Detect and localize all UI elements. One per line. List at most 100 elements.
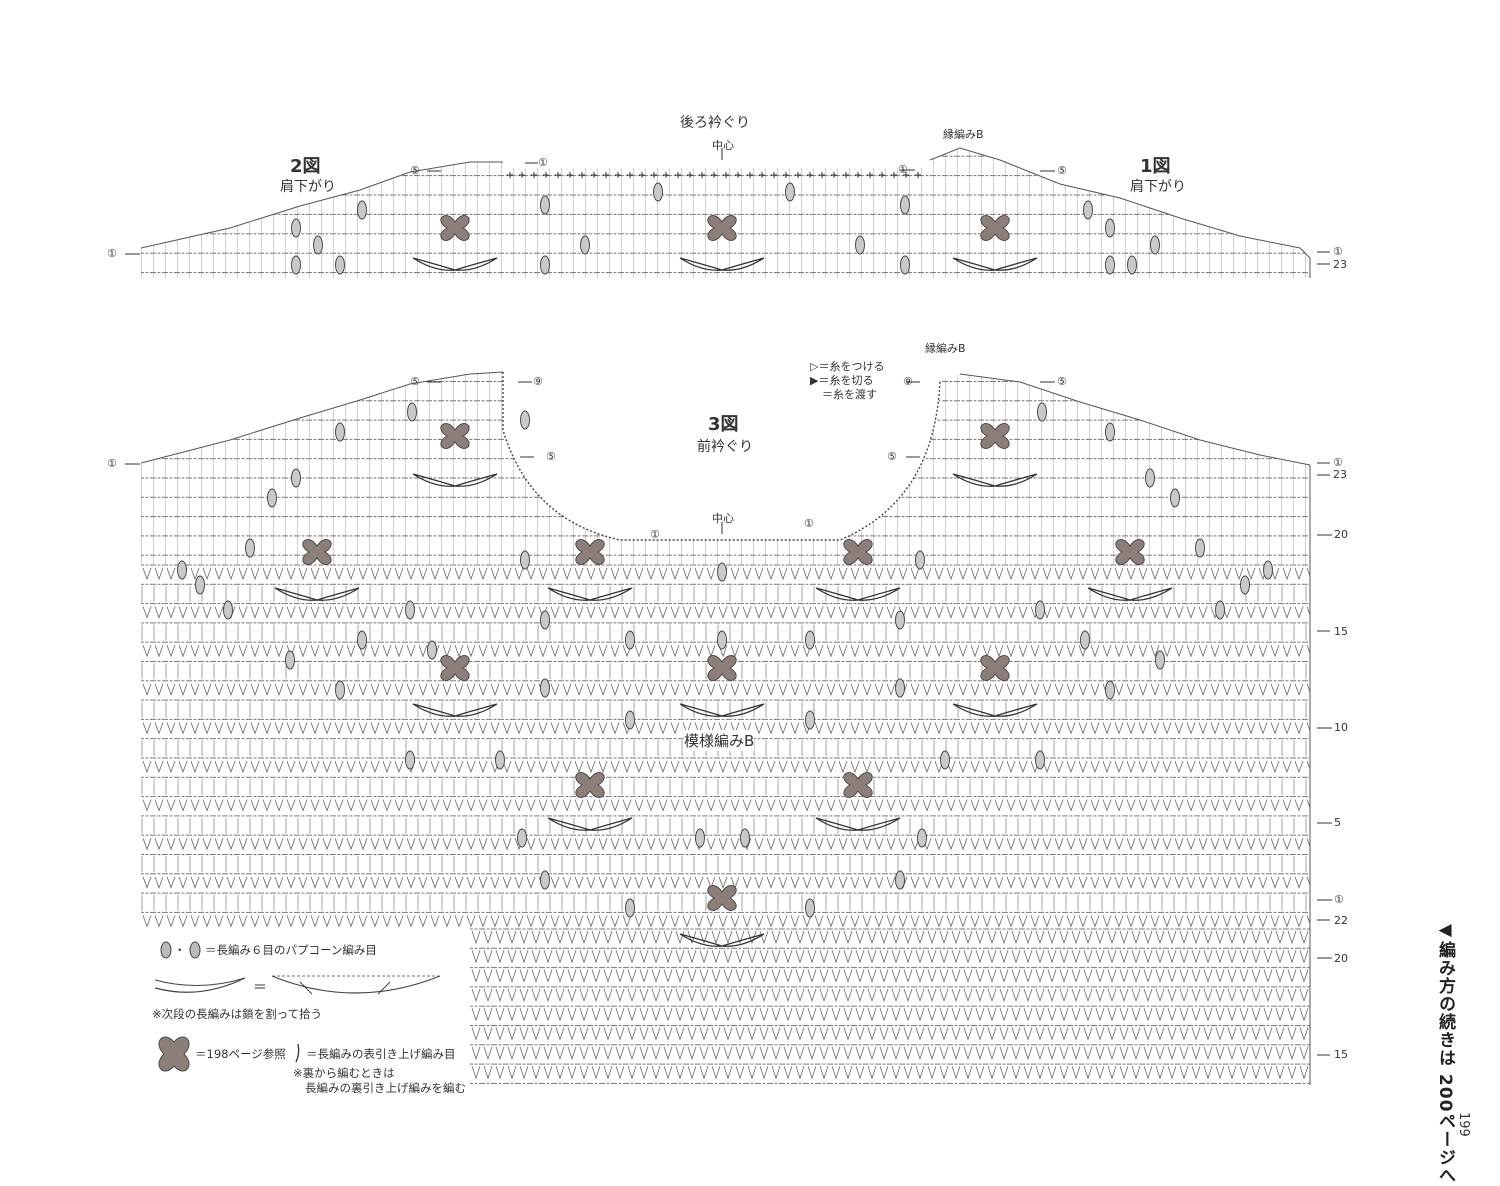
front-marker-20: 20	[1334, 528, 1348, 541]
back-marker-center-1: ①	[538, 156, 548, 169]
back-center-label: 中心	[712, 139, 734, 152]
popcorn-stitch	[895, 678, 905, 698]
shell-fan-motif	[547, 817, 633, 831]
flower-motif	[707, 655, 737, 681]
popcorn-stitch	[520, 550, 530, 570]
main-pattern-label: 模様編みB	[684, 730, 755, 751]
legend-flower-ref: ＝198ページ参照	[195, 1047, 286, 1061]
popcorn-stitch	[1263, 560, 1273, 580]
legend-attach-yarn: ▷＝糸をつける	[810, 360, 885, 373]
flower-motif	[440, 655, 470, 681]
popcorn-stitch	[223, 600, 233, 620]
popcorn-stitch	[1155, 650, 1165, 670]
popcorn-stitch	[427, 640, 437, 660]
fig3-caption: 前衿ぐり	[697, 439, 753, 455]
flower-motif	[575, 772, 605, 798]
popcorn-stitch	[1080, 630, 1090, 650]
popcorn-stitch	[335, 680, 345, 700]
popcorn-stitch	[653, 182, 663, 202]
shell-fan-motif	[679, 933, 765, 947]
front-marker-1b: ①	[1334, 893, 1344, 906]
legend-cut-yarn: ▶＝糸を切る	[810, 374, 874, 387]
legend-equals: ＝	[253, 980, 267, 996]
front-marker-right-9: ⑨	[903, 375, 913, 388]
popcorn-stitch	[740, 828, 750, 848]
popcorn-stitch	[291, 468, 301, 488]
back-marker-right-end-1: ①	[1333, 245, 1343, 258]
fig2-caption: 肩下がり	[280, 179, 336, 195]
popcorn-stitch	[335, 422, 345, 442]
shell-fan-motif	[952, 473, 1038, 487]
popcorn-stitch	[900, 255, 910, 275]
front-marker-10: 10	[1334, 721, 1348, 734]
popcorn-stitch	[405, 600, 415, 620]
front-marker-15: 15	[1334, 625, 1348, 638]
popcorn-stitch	[405, 750, 415, 770]
flower-motif	[707, 885, 737, 911]
flower-motif	[980, 215, 1010, 241]
flower-motif	[575, 539, 605, 565]
popcorn-stitch	[1105, 255, 1115, 275]
legend-graphics	[154, 941, 441, 1072]
popcorn-stitch	[357, 630, 367, 650]
flower-motif	[1115, 539, 1145, 565]
back-shoulder-left-edge	[140, 161, 503, 249]
popcorn-stitch	[177, 560, 187, 580]
popcorn-stitch	[517, 828, 527, 848]
legend-popcorn-sep: ・	[174, 943, 186, 957]
popcorn-stitch	[195, 575, 205, 595]
legend-back-note-2: 長編みの裏引き上げ編みを編む	[305, 1081, 466, 1095]
popcorn-stitch	[540, 610, 550, 630]
back-marker-right-5: ⑤	[1057, 164, 1067, 177]
front-marker-left-9: ⑨	[533, 375, 543, 388]
front-marker-neck-right-5: ⑤	[887, 450, 897, 463]
popcorn-stitch	[357, 200, 367, 220]
front-marker-23: 23	[1333, 468, 1347, 481]
popcorn-stitch	[540, 870, 550, 890]
front-marker-left-5: ⑤	[410, 375, 420, 388]
popcorn-stitch	[717, 562, 727, 582]
shell-fan-motif	[412, 473, 498, 487]
popcorn-stitch	[1240, 575, 1250, 595]
popcorn-stitch	[805, 710, 815, 730]
shell-fan-motif	[679, 703, 765, 717]
legend-split-chain: ※次段の長編みは鎖を割って拾う	[152, 1007, 323, 1021]
front-neck-curve	[502, 372, 941, 541]
front-marker-right-end-1: ①	[1333, 456, 1343, 469]
row-arrows	[125, 148, 1332, 1056]
popcorn-stitch	[895, 610, 905, 630]
front-chart	[140, 371, 1311, 1085]
continuation-note: ◀編み方の続きは 200ページへ	[1435, 920, 1455, 1185]
shell-fan-motif	[679, 257, 765, 271]
front-edging-label: 縁編みB	[925, 342, 966, 355]
popcorn-stitch	[1083, 200, 1093, 220]
back-edging-label: 縁編みB	[943, 128, 984, 141]
popcorn-stitch	[407, 402, 417, 422]
popcorn-stitch	[695, 828, 705, 848]
front-shoulder-left-edge	[140, 371, 504, 464]
popcorn-stitch	[540, 678, 550, 698]
popcorn-stitch	[313, 235, 323, 255]
front-marker-neck-right-1: ①	[804, 517, 814, 530]
back-neckline-title: 後ろ衿ぐり	[680, 115, 750, 131]
popcorn-stitch	[285, 650, 295, 670]
front-marker-neck-left-5: ⑤	[546, 450, 556, 463]
popcorn-stitch	[1145, 468, 1155, 488]
page-number: 199	[1456, 1112, 1471, 1137]
legend-front-post: ＝長編みの表引き上げ編み目	[306, 1047, 456, 1061]
popcorn-stitch	[785, 182, 795, 202]
front-marker-right-5: ⑤	[1057, 375, 1067, 388]
shell-fan-motif	[952, 703, 1038, 717]
motif-layer	[177, 182, 1273, 947]
shell-fan-motif	[547, 587, 633, 601]
popcorn-stitch	[1105, 680, 1115, 700]
shell-fan-motif	[1087, 587, 1173, 601]
front-marker-15b: 15	[1334, 1048, 1348, 1061]
popcorn-stitch	[291, 255, 301, 275]
front-marker-left-1: ①	[107, 457, 117, 470]
flower-motif	[843, 539, 873, 565]
popcorn-stitch	[1035, 600, 1045, 620]
flower-motif	[440, 423, 470, 449]
flower-motif	[440, 215, 470, 241]
